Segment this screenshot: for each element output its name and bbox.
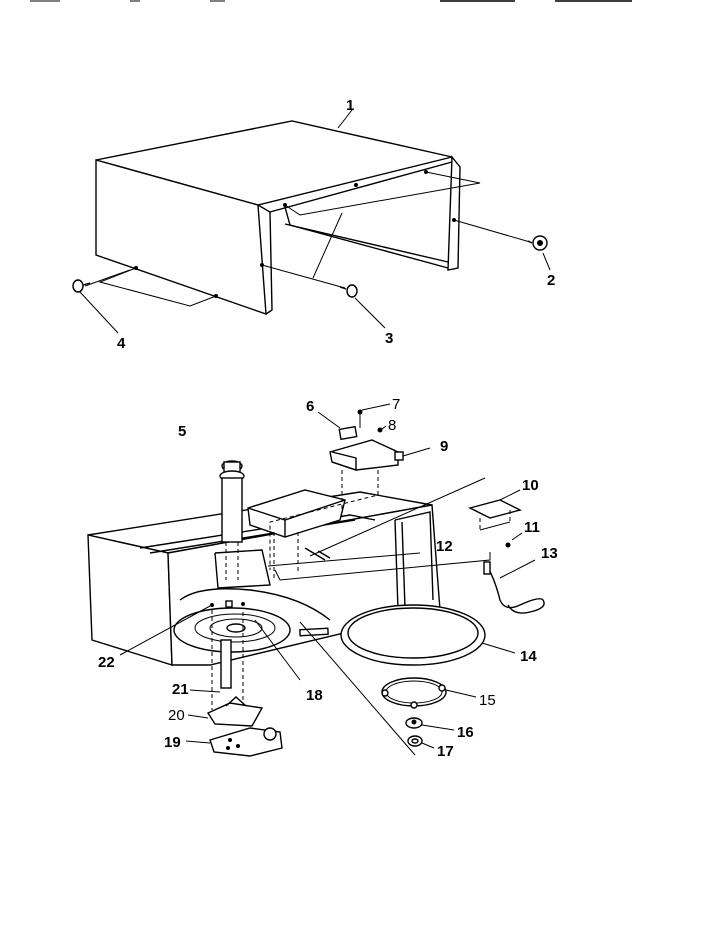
label-1: 1 [346, 97, 354, 114]
screw-part-7 [357, 403, 391, 428]
label-16: 16 [457, 724, 474, 741]
label-14: 14 [520, 648, 537, 665]
coupler-part-16 [405, 717, 455, 731]
label-17: 17 [437, 743, 454, 760]
label-13: 13 [541, 545, 558, 562]
label-4: 4 [117, 335, 126, 352]
part-6 [317, 411, 358, 441]
label-11: 11 [524, 519, 540, 536]
label-9: 9 [440, 438, 448, 455]
label-5: 5 [178, 423, 186, 440]
label-18: 18 [306, 687, 323, 704]
label-19: 19 [164, 734, 181, 751]
label-21: 21 [172, 681, 189, 698]
screw-part-3 [339, 284, 358, 298]
part-labels: 1 2 3 4 5 6 7 8 9 10 11 12 13 14 15 16 1… [98, 97, 558, 760]
cable-part-13 [483, 559, 545, 614]
label-6: 6 [306, 398, 314, 415]
screw-part-4 [72, 279, 91, 293]
stirrer-motor-part-5 [219, 460, 245, 580]
bracket-part-9 [329, 439, 431, 471]
label-8: 8 [388, 417, 396, 434]
label-12: 12 [436, 538, 453, 555]
glass-tray-part-14 [340, 604, 516, 666]
outer-cabinet [84, 120, 531, 316]
roller-ring-part-15 [381, 677, 477, 709]
part-10 [309, 477, 522, 557]
label-22: 22 [98, 654, 115, 671]
screw-part-8 [377, 425, 387, 433]
label-15: 15 [479, 692, 496, 709]
label-7: 7 [392, 396, 400, 413]
label-10: 10 [522, 477, 539, 494]
label-20: 20 [168, 707, 185, 724]
label-2: 2 [547, 272, 555, 289]
washer-part-17 [407, 735, 435, 749]
label-3: 3 [385, 330, 393, 347]
turntable-motor-parts-19-21 [185, 610, 283, 757]
screw-part-11 [505, 532, 523, 548]
screw-part-2 [527, 235, 548, 251]
